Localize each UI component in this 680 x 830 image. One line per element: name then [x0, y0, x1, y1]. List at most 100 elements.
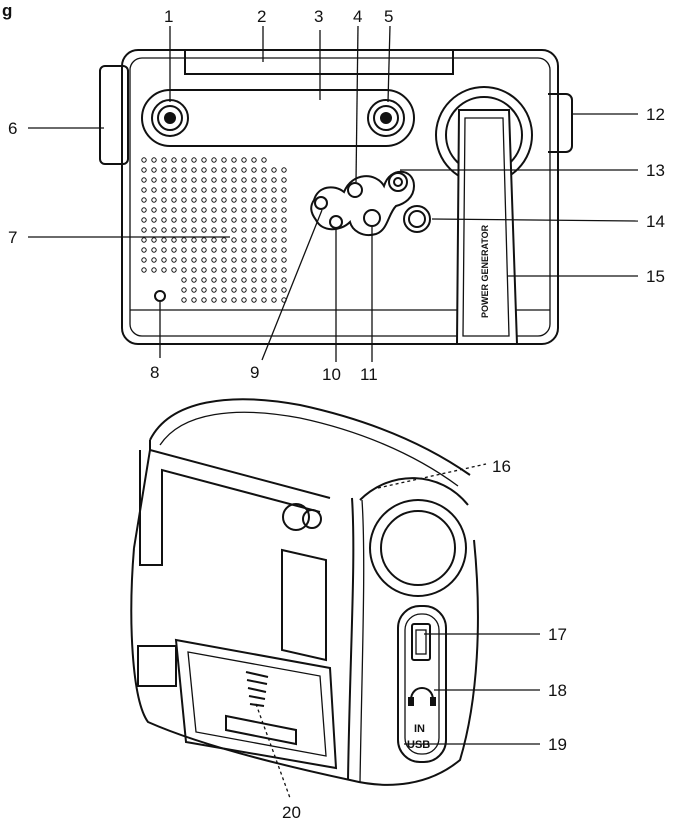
grille-hole — [261, 267, 267, 273]
grille-hole — [211, 267, 217, 273]
jack-panel — [397, 605, 447, 763]
grille-hole — [261, 177, 267, 183]
grille-hole — [181, 197, 187, 203]
callout-14: 14 — [646, 212, 665, 231]
grille-hole — [191, 287, 197, 293]
grille-hole — [281, 197, 287, 203]
grille-hole — [251, 257, 257, 263]
grille-hole — [181, 297, 187, 303]
grille-hole — [271, 267, 277, 273]
callout-8: 8 — [150, 363, 159, 382]
grille-hole — [241, 207, 247, 213]
speaker-grille — [141, 157, 287, 303]
grille-hole — [201, 277, 207, 283]
grille-hole — [231, 247, 237, 253]
grille-hole — [221, 217, 227, 223]
grille-hole — [161, 207, 167, 213]
grille-hole — [201, 187, 207, 193]
grille-hole — [191, 277, 197, 283]
grille-hole — [211, 227, 217, 233]
grille-hole — [141, 167, 147, 173]
grille-hole — [251, 187, 257, 193]
grille-hole — [211, 277, 217, 283]
grille-hole — [181, 207, 187, 213]
grille-hole — [201, 177, 207, 183]
grille-hole — [221, 177, 227, 183]
grille-hole — [151, 167, 157, 173]
grille-hole — [201, 247, 207, 253]
grille-hole — [201, 167, 207, 173]
grille-hole — [221, 227, 227, 233]
grille-hole — [181, 227, 187, 233]
grille-hole — [181, 157, 187, 163]
grille-hole — [211, 197, 217, 203]
mode-button — [347, 182, 363, 198]
grille-hole — [251, 297, 257, 303]
grille-hole — [141, 217, 147, 223]
grille-hole — [151, 157, 157, 163]
grille-hole — [211, 287, 217, 293]
callout-18: 18 — [548, 681, 567, 700]
grille-hole — [221, 167, 227, 173]
foot-pad — [137, 645, 177, 687]
grille-hole — [231, 277, 237, 283]
grille-hole — [261, 227, 267, 233]
led-indicator — [154, 290, 166, 302]
grille-hole — [151, 247, 157, 253]
grille-hole — [191, 197, 197, 203]
grille-hole — [211, 157, 217, 163]
grille-hole — [161, 257, 167, 263]
grille-hole — [201, 287, 207, 293]
grille-hole — [161, 167, 167, 173]
grille-hole — [281, 177, 287, 183]
radio-body — [121, 49, 559, 345]
grille-hole — [151, 237, 157, 243]
grille-hole — [211, 187, 217, 193]
grille-hole — [261, 167, 267, 173]
grille-hole — [271, 297, 277, 303]
grille-hole — [171, 227, 177, 233]
grille-hole — [221, 297, 227, 303]
grille-hole — [221, 237, 227, 243]
grille-hole — [141, 207, 147, 213]
grille-hole — [141, 187, 147, 193]
grille-hole — [281, 237, 287, 243]
grille-hole — [211, 167, 217, 173]
grille-hole — [201, 267, 207, 273]
grille-hole — [161, 267, 167, 273]
grille-hole — [171, 167, 177, 173]
grille-hole — [251, 237, 257, 243]
grille-hole — [251, 227, 257, 233]
callout-10: 10 — [322, 365, 341, 384]
grille-hole — [261, 157, 267, 163]
grille-hole — [191, 187, 197, 193]
siren-button — [363, 209, 381, 227]
callout-16: 16 — [492, 457, 511, 476]
light-button — [329, 215, 343, 229]
grille-hole — [171, 217, 177, 223]
grille-hole — [191, 227, 197, 233]
crank-arm — [455, 109, 519, 345]
grille-hole — [241, 237, 247, 243]
grille-hole — [251, 197, 257, 203]
grille-hole — [181, 267, 187, 273]
grille-hole — [201, 197, 207, 203]
flash-button — [388, 172, 408, 192]
grille-hole — [161, 177, 167, 183]
grille-hole — [261, 257, 267, 263]
grille-hole — [221, 187, 227, 193]
grille-hole — [221, 157, 227, 163]
figure-heading: g — [2, 1, 12, 20]
grille-hole — [271, 247, 277, 253]
grille-hole — [221, 197, 227, 203]
grille-hole — [161, 217, 167, 223]
grille-hole — [191, 297, 197, 303]
grille-hole — [221, 257, 227, 263]
grille-hole — [141, 227, 147, 233]
grille-hole — [151, 227, 157, 233]
callout-12: 12 — [646, 105, 665, 124]
grille-hole — [181, 167, 187, 173]
grille-hole — [181, 177, 187, 183]
grille-hole — [151, 187, 157, 193]
grille-hole — [241, 187, 247, 193]
